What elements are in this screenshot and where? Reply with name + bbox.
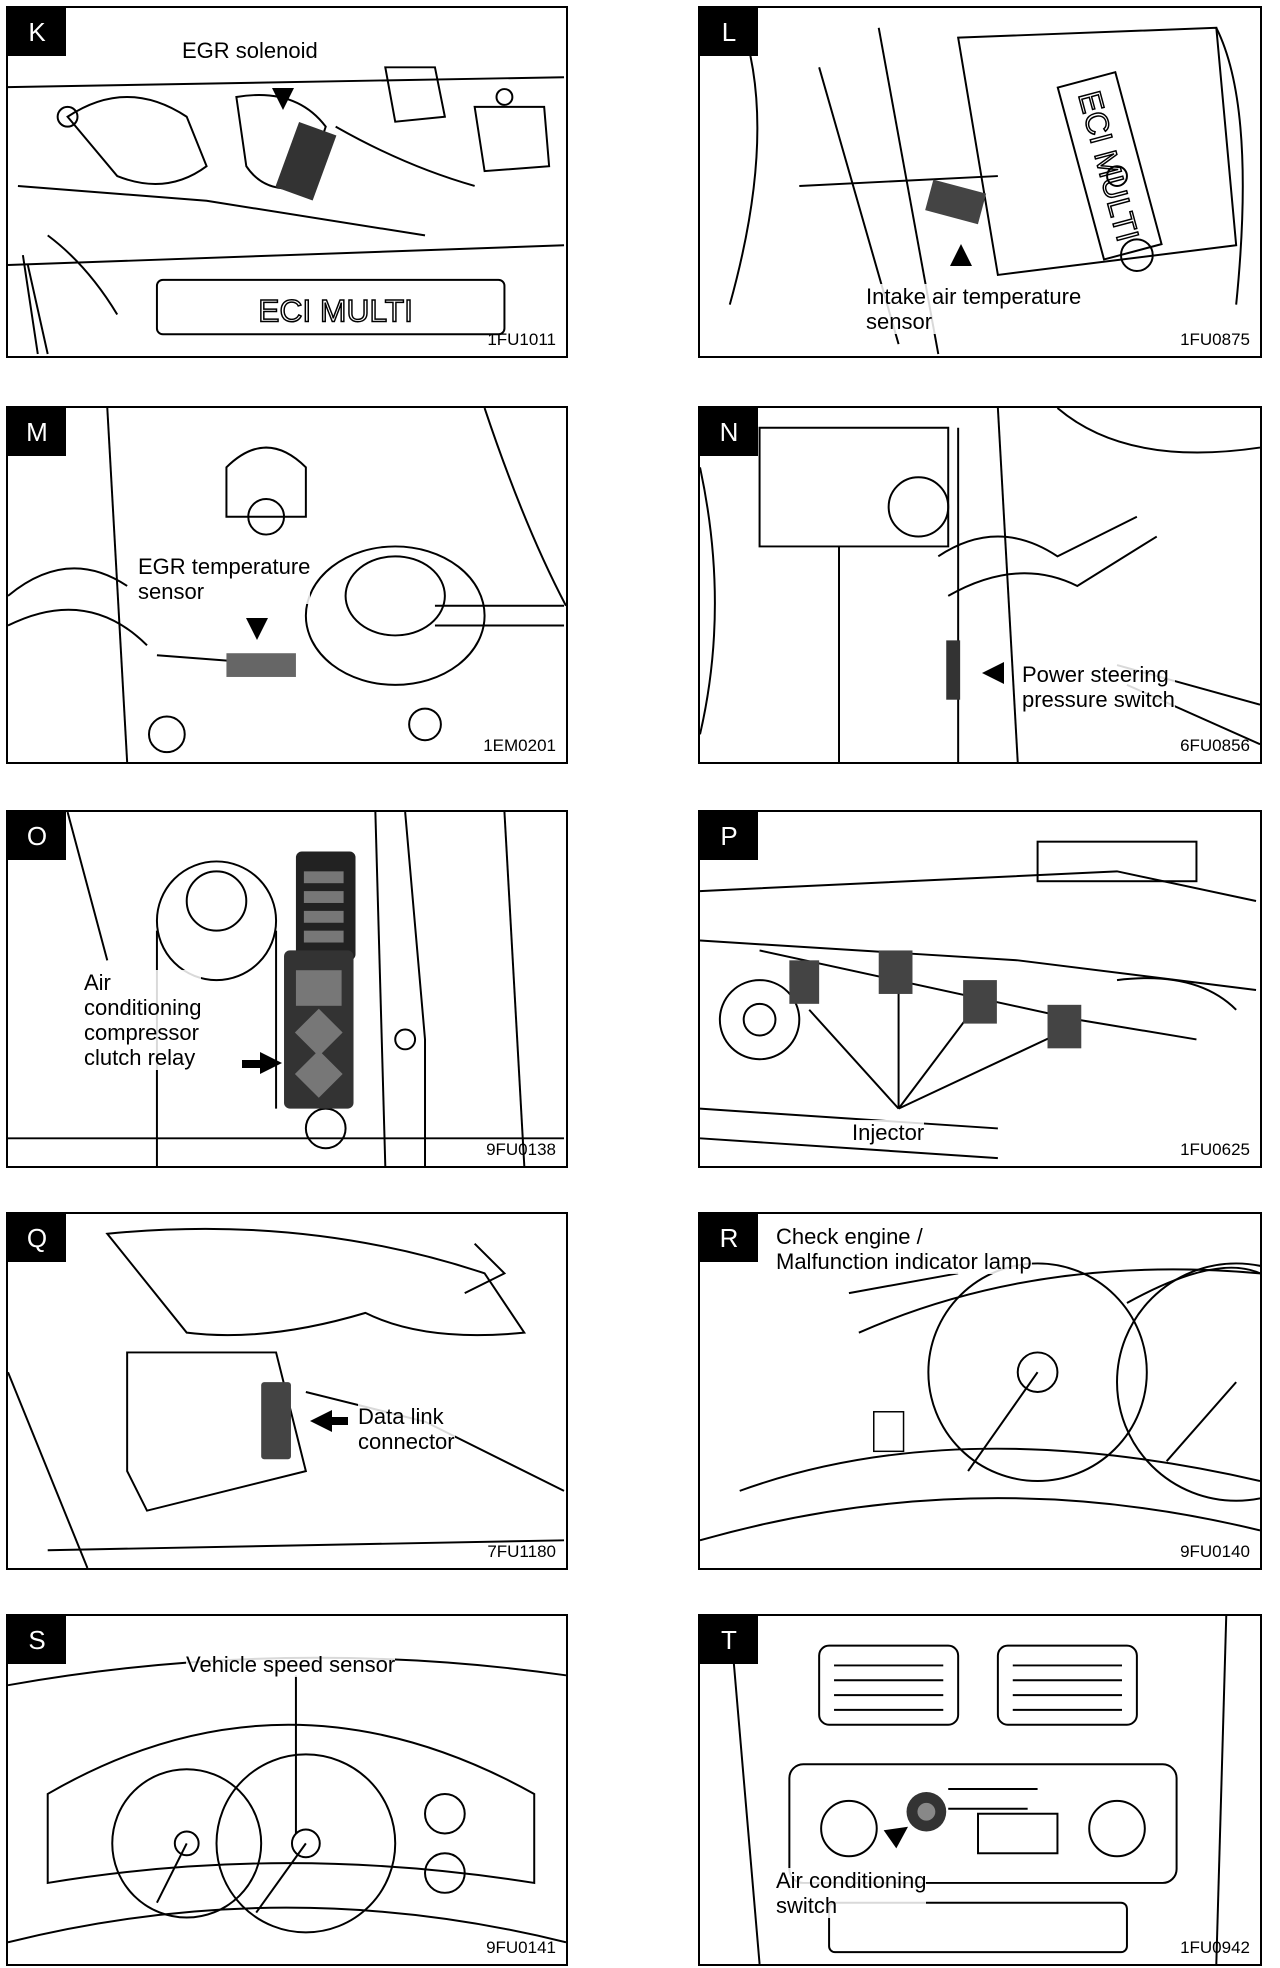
panel-l: ECI MULTI L Intake air temperature senso… [698,6,1262,358]
pointer-arrow [260,1052,282,1074]
steering-pump-illustration [700,408,1260,762]
arrow-stem [330,1417,348,1425]
figure-code: 1FU1011 [487,330,556,349]
instrument-cluster-illustration [700,1262,1260,1542]
panel-m: M EGR temperature sensor 1EM0201 [6,406,568,764]
pointer-arrow [310,1410,332,1432]
panel-letter: Q [8,1214,66,1262]
panel-r: R Check engine / Malfunction indicator l… [698,1212,1262,1570]
panel-letter: S [8,1616,66,1664]
figure-code: 1EM0201 [483,736,556,755]
panel-letter: O [8,812,66,860]
figure-code: 1FU0625 [1180,1140,1250,1159]
center-console-illustration [728,1616,1228,1964]
emblem-text: ECI MULTI [258,292,413,328]
pointer-arrow [246,618,268,640]
callout-label: Vehicle speed sensor [186,1652,396,1677]
figure-code: 9FU0140 [1180,1542,1250,1561]
callout-label: Check engine / Malfunction indicator lam… [776,1224,1032,1274]
figure-code: 9FU0138 [486,1140,556,1159]
panel-t: T Air conditioning switch 1FU0942 [698,1614,1262,1966]
panel-q: Q Data link connector 7FU1180 [6,1212,568,1570]
panel-letter: R [700,1214,758,1262]
panel-p: P Injector 1FU0625 [698,810,1262,1168]
emblem-text: ECI MULTI [1071,87,1146,245]
panel-k: ECI MULTI K EGR solenoid 1FU1011 [6,6,568,358]
dashboard-underside-illustration [8,1227,565,1568]
figure-code: 7FU1180 [487,1542,556,1561]
panel-letter: N [700,408,758,456]
panel-n: N Power steering pressure switch 6FU0856 [698,406,1262,764]
figure-code: 6FU0856 [1180,736,1250,755]
pointer-arrow [950,244,972,266]
panel-o: O Air conditioning compressor clutch rel… [6,810,568,1168]
egr-valve-illustration [8,408,566,762]
callout-label: EGR solenoid [182,38,318,63]
callout-label: Power steering pressure switch [1022,662,1175,712]
figure-code: 9FU0141 [486,1938,556,1957]
panel-letter: L [700,8,758,56]
callout-label: Data link connector [358,1404,455,1454]
arrow-stem [242,1060,262,1068]
callout-label: Air conditioning switch [776,1868,927,1918]
callout-label: Intake air temperature sensor [866,284,1082,334]
pointer-arrow [272,88,294,110]
panel-letter: T [700,1616,758,1664]
callout-label: EGR temperature sensor [138,554,311,604]
callout-label: Air conditioning compressor clutch relay [84,970,202,1070]
panel-letter: K [8,8,66,56]
panel-s: S Vehicle speed sensor 9FU0141 [6,1614,568,1966]
relay-box-illustration [8,812,565,1166]
figure-code: 1FU0942 [1180,1938,1250,1957]
fuel-rail-illustration [700,840,1257,1160]
engine-bay-illustration: ECI MULTI [8,66,565,355]
callout-label: Injector [852,1120,925,1145]
figure-code: 1FU0875 [1180,330,1250,349]
panel-letter: P [700,812,758,860]
speedometer-cluster-illustration [8,1656,566,1944]
panel-letter: M [8,408,66,456]
pointer-arrow [982,662,1004,684]
